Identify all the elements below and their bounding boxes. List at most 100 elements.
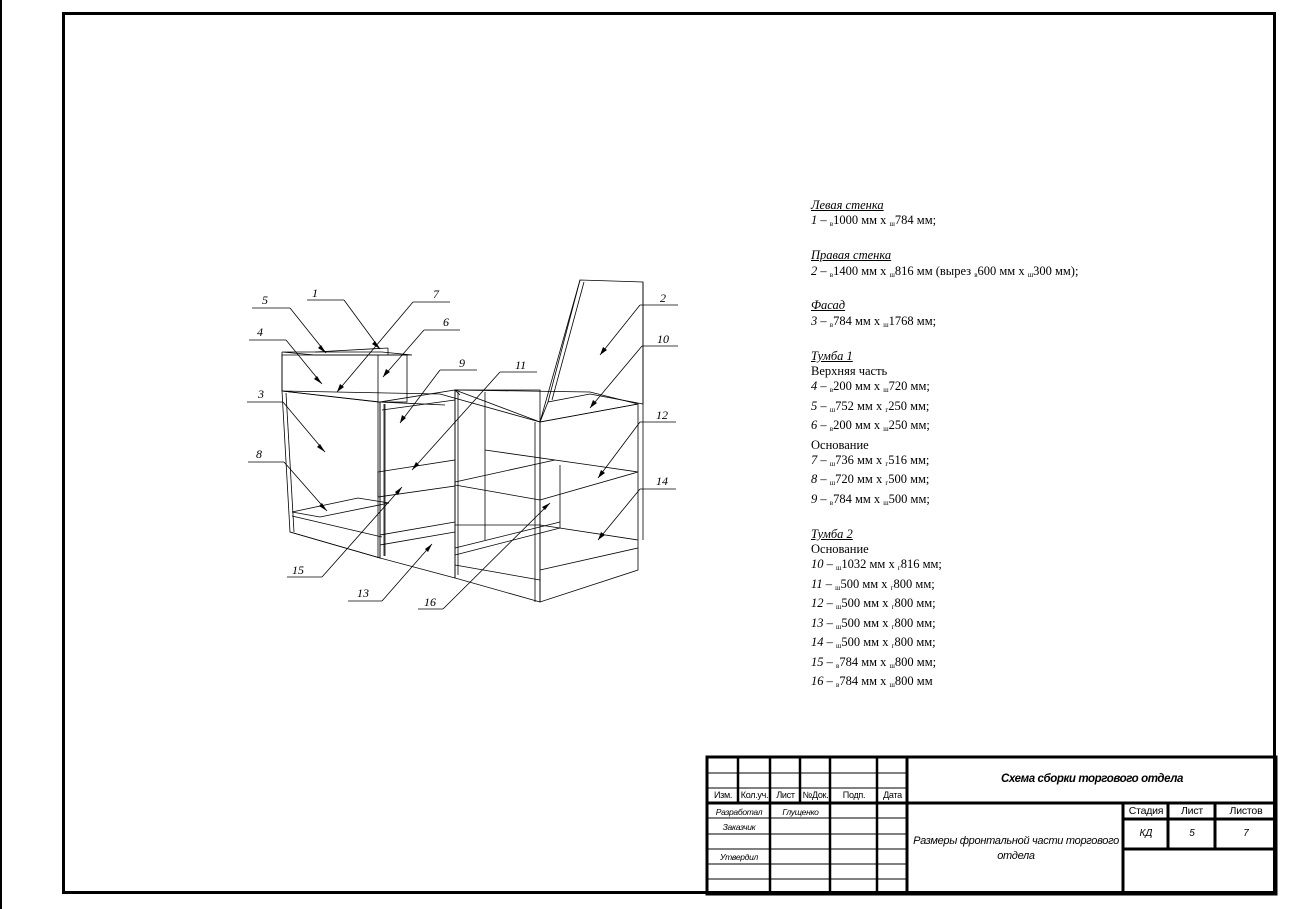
spec-part-number: 12: [811, 596, 824, 611]
callout-numbers: 1 2 3 4 5 6 7 8 9 10 11 12 13 14 15 16: [256, 286, 669, 609]
col-list: Лист: [776, 790, 795, 800]
dimension-index: г: [890, 583, 894, 592]
dimension-index: г: [891, 622, 895, 631]
spec-dash: –: [822, 576, 836, 591]
dimension-value: 800 мм;: [894, 615, 936, 630]
spec-heading: Левая стенка: [811, 198, 884, 212]
spec-line: 2 – в1400 мм х ш816 мм (вырез в600 мм х …: [811, 264, 1271, 283]
dimension-value: 784 мм х: [833, 313, 884, 328]
col-podp: Подп.: [842, 790, 866, 800]
dimension-value: 500 мм;: [888, 491, 930, 506]
dimension-value: 800 мм;: [894, 654, 937, 669]
callout-2: 2: [660, 291, 666, 305]
spec-line: 6 – в200 мм х ш250 мм;: [811, 418, 1271, 437]
dimension-index: ш: [836, 642, 842, 651]
dimension-index: в: [836, 661, 840, 670]
drawing-frame: [62, 12, 1276, 894]
list-label: Лист: [1180, 805, 1203, 817]
dimension-value: 720 мм х: [835, 472, 886, 487]
spec-line: 4 – в200 мм х ш720 мм;: [811, 379, 1271, 398]
dimension-index: ш: [889, 661, 895, 670]
spec-dash: –: [817, 213, 830, 228]
callout-14: 14: [656, 474, 668, 488]
dimension-value: 300 мм);: [1033, 263, 1079, 278]
dimension-index: в: [836, 680, 840, 689]
spec-part-number: 15: [811, 654, 824, 669]
dimension-index: ш: [829, 479, 836, 488]
spec-heading: Фасад: [811, 298, 846, 313]
dimension-value: 784 мм х: [839, 654, 890, 669]
listov-value: 7: [1243, 828, 1249, 839]
spec-part-number: 9: [811, 491, 818, 506]
spec-line: Основание: [811, 437, 869, 452]
spec-line: Основание: [811, 542, 869, 557]
callout-arrowheads: [314, 341, 607, 552]
razrabotal-name: Глущенко: [782, 807, 819, 817]
col-ndoc: №Док.: [802, 790, 829, 800]
spec-dash: –: [823, 596, 836, 611]
spec-dash: –: [823, 635, 836, 650]
callout-5: 5: [262, 293, 268, 307]
dimension-value: 500 мм х: [841, 615, 892, 630]
callout-4: 4: [257, 325, 263, 339]
callout-3: 3: [257, 387, 264, 401]
dimension-value: 1768 мм;: [888, 313, 937, 328]
dimension-index: г: [891, 603, 895, 612]
spec-part-number: 14: [811, 635, 824, 650]
drawing-subtitle: Размеры фронтальной части торгового отде…: [913, 835, 1119, 862]
dimension-value: 1000 мм х: [833, 213, 890, 228]
spec-dash: –: [823, 673, 836, 688]
callout-13: 13: [357, 586, 369, 600]
stadiya-value: КД: [1139, 828, 1153, 839]
dimension-index: в: [829, 498, 834, 507]
dimension-value: 784 мм;: [894, 213, 937, 228]
dimension-value: 500 мм х: [841, 596, 892, 611]
spec-line: 16 – в784 мм х ш800 мм: [811, 674, 1271, 693]
spec-line: 7 – ш736 мм х г516 мм;: [811, 453, 1271, 472]
zakazchik-label: Заказчик: [722, 822, 756, 832]
spec-heading: Тумба 2: [811, 526, 853, 541]
spec-line: 15 – в784 мм х ш800 мм;: [811, 655, 1271, 674]
spec-line: 5 – ш752 мм х г250 мм;: [811, 399, 1271, 418]
callout-15: 15: [292, 563, 304, 577]
dimension-index: г: [885, 405, 889, 414]
dimension-index: в: [829, 320, 834, 329]
spec-part-number: 8: [811, 472, 818, 487]
dimension-index: ш: [836, 564, 842, 573]
spec-line: 9 – в784 мм х ш500 мм;: [811, 492, 1271, 511]
col-izm: Изм.: [713, 790, 733, 800]
callout-16: 16: [424, 595, 436, 609]
callout-10: 10: [657, 332, 669, 346]
dimension-index: ш: [829, 460, 836, 469]
dimension-index: г: [885, 460, 889, 469]
dimension-value: 800 мм;: [893, 576, 935, 591]
spec-line: 10 – ш1032 мм х г816 мм;: [811, 557, 1271, 576]
spec-dash: –: [817, 453, 830, 468]
spec-heading: Тумба 1: [811, 348, 853, 363]
spec-line: 8 – ш720 мм х г500 мм;: [811, 472, 1271, 491]
dimension-value: 720 мм;: [888, 379, 930, 394]
dimension-value: 800 мм: [894, 673, 933, 688]
spec-part-number: 6: [811, 418, 818, 433]
dimension-index: ш: [835, 583, 841, 592]
col-kol-uch: Кол.уч.: [740, 790, 769, 800]
furniture-wireframe: [281, 279, 644, 603]
razrabotal-label: Разработал: [715, 807, 763, 817]
spec-dash: –: [817, 418, 830, 433]
dimension-index: ш: [889, 220, 895, 229]
spec-dash: –: [817, 379, 830, 394]
dimension-value: 500 мм;: [888, 472, 930, 487]
callout-8: 8: [256, 447, 262, 461]
spec-part-number: 13: [811, 615, 824, 630]
callout-9: 9: [459, 356, 465, 370]
dimension-value: 250 мм;: [888, 398, 930, 413]
dimension-index: ш: [883, 498, 889, 507]
dimension-index: ш: [889, 680, 895, 689]
spec-line: 14 – ш500 мм х г800 мм;: [811, 635, 1271, 654]
spec-dash: –: [817, 263, 830, 278]
